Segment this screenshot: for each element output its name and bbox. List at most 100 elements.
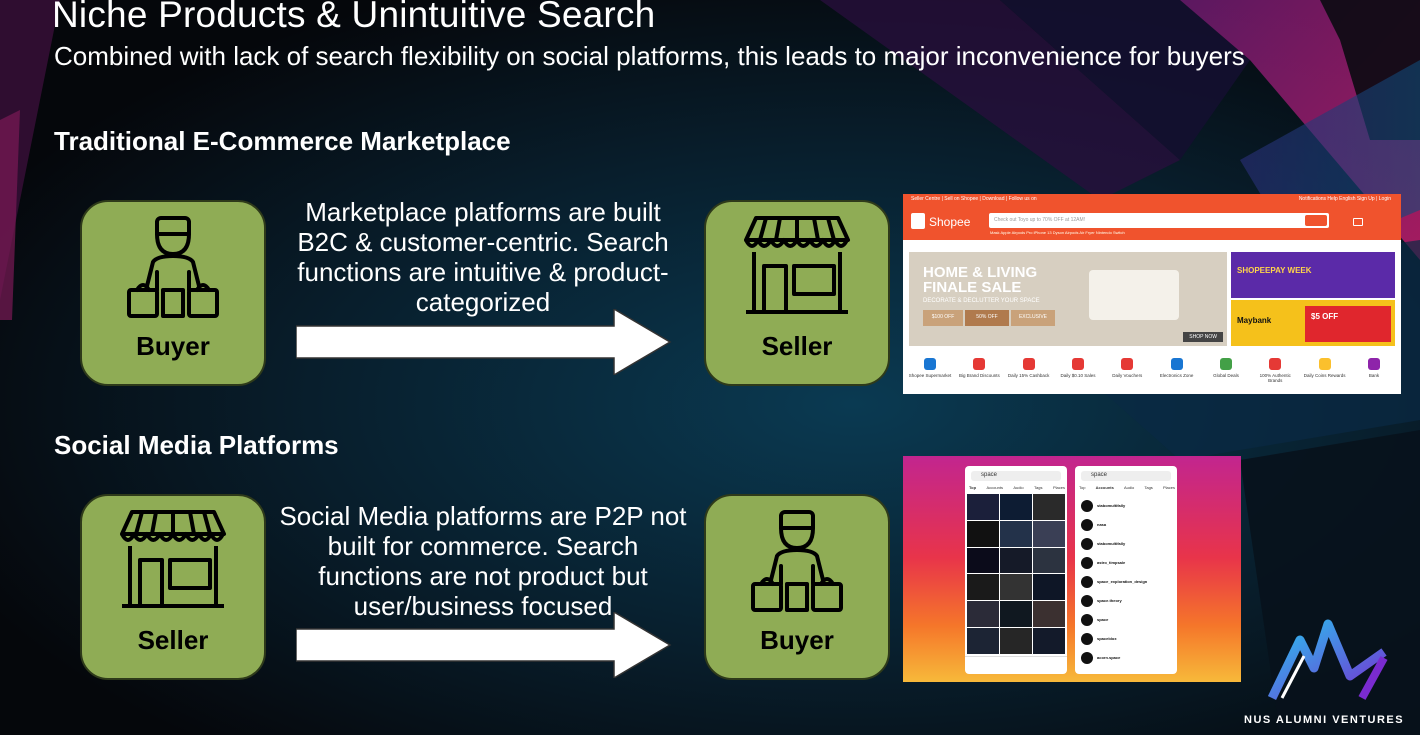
bottom-nav (965, 656, 1067, 674)
explore-tile[interactable] (1000, 494, 1032, 520)
category-item[interactable]: Shopee Supermarket (907, 358, 953, 392)
phone-screen-accounts: space Top Accounts Audio Tags Places stabomu… (1075, 466, 1177, 674)
arrow-right-icon (296, 309, 672, 375)
banner-title-2: FINALE SALE (923, 279, 1022, 296)
category-item[interactable]: Daily 15% Cashback (1006, 358, 1052, 392)
account-row[interactable]: astro_timpsale (1081, 553, 1173, 572)
avatar (1081, 518, 1093, 531)
account-name: acorn.space (1097, 655, 1121, 660)
account-row[interactable]: stabomultifally (1081, 534, 1173, 553)
buyer-icon (127, 216, 219, 318)
account-row[interactable]: space (1081, 610, 1173, 629)
account-row[interactable]: stabomultifally (1081, 496, 1173, 515)
tab-row: Top Accounts Audio Tags Places (969, 485, 1065, 490)
account-row[interactable]: nasa (1081, 515, 1173, 534)
category-icon (1170, 358, 1183, 370)
shopee-search-input[interactable]: Check out Toyo up to 70% OFF at 12AM! (989, 213, 1329, 228)
shop-now-button[interactable]: SHOP NOW (1183, 332, 1223, 342)
category-item[interactable]: Big Brand Discounts (956, 358, 1002, 392)
account-name: space.theory (1097, 598, 1122, 603)
category-item[interactable]: 100% Authentic Brands (1252, 358, 1298, 392)
tab-item[interactable]: Top (969, 485, 977, 490)
tab-item[interactable]: Tags (1144, 485, 1153, 490)
account-row[interactable]: acorn.space (1081, 648, 1173, 667)
tab-item[interactable]: Accounts (986, 485, 1003, 490)
explore-tile[interactable] (1000, 520, 1032, 547)
category-icon (1269, 358, 1282, 370)
explore-tile[interactable] (967, 628, 999, 654)
category-item[interactable]: Bank (1351, 358, 1397, 392)
tab-item[interactable]: Tags (1034, 485, 1043, 490)
tab-item[interactable]: Places (1052, 485, 1065, 490)
category-label: Daily $0.10 Sales (1060, 373, 1096, 378)
avatar (1081, 594, 1093, 607)
explore-tile[interactable] (967, 520, 999, 547)
account-row[interactable]: spaceblox (1081, 629, 1173, 648)
account-name: nasa (1097, 522, 1107, 527)
category-item[interactable]: Daily Vouchers (1104, 358, 1150, 392)
phone-screen-top: space Top Accounts Audio Tags Places (965, 466, 1067, 674)
explore-tile[interactable] (967, 494, 999, 520)
category-item[interactable]: Electronics Zone (1154, 358, 1200, 392)
search-button[interactable] (1305, 215, 1327, 226)
avatar (1081, 651, 1093, 664)
explore-tile[interactable] (1033, 601, 1065, 628)
tab-item[interactable]: Places (1162, 485, 1175, 490)
tab-item[interactable]: Audio (1123, 485, 1135, 490)
shopee-main-banner[interactable]: HOME & LIVING FINALE SALE DECORATE & DEC… (909, 252, 1227, 346)
cart-icon[interactable] (1353, 218, 1363, 226)
seller-card: Seller (80, 494, 266, 680)
maybank-banner[interactable]: Maybank $5 OFF (1231, 300, 1395, 346)
category-icon (1071, 358, 1084, 370)
category-label: Big Brand Discounts (958, 373, 1000, 378)
tab-item[interactable]: Top (1079, 485, 1086, 490)
shopee-top-links: Seller Centre | Sell on Shopee | Downloa… (911, 196, 1037, 202)
category-item[interactable]: Daily $0.10 Sales (1055, 358, 1101, 392)
category-label: Bank (1368, 373, 1380, 378)
category-item[interactable]: Daily Coins Rewards (1302, 358, 1348, 392)
explore-tile[interactable] (967, 574, 999, 601)
explore-tile[interactable] (1033, 494, 1065, 520)
search-input[interactable]: space (971, 471, 1061, 481)
explore-tile[interactable] (967, 547, 999, 574)
explore-tile[interactable] (967, 601, 999, 628)
account-row[interactable]: space_exploration_design (1081, 572, 1173, 591)
arrow-right-icon (296, 612, 672, 678)
explore-tile[interactable] (1000, 628, 1032, 654)
shopeepay-banner[interactable]: SHOPEEPAY WEEK (1231, 252, 1395, 298)
search-input[interactable]: space (1081, 471, 1171, 481)
category-item[interactable]: Global Deals (1203, 358, 1249, 392)
banner-sub: DECORATE & DECLUTTER YOUR SPACE (923, 298, 1040, 304)
seller-card: Seller (704, 200, 890, 386)
description-ecommerce: Marketplace platforms are built B2C & cu… (297, 197, 669, 317)
account-name: stabomultifally (1097, 541, 1126, 546)
explore-tile[interactable] (1033, 628, 1065, 654)
explore-grid (967, 494, 1065, 654)
category-label: Shopee Supermarket (908, 373, 952, 378)
tab-item[interactable]: Audio (1013, 485, 1024, 490)
avatar (1081, 537, 1093, 550)
account-row[interactable]: space.theory (1081, 591, 1173, 610)
explore-tile[interactable] (1033, 547, 1065, 574)
explore-tile[interactable] (1000, 574, 1032, 601)
search-placeholder: Check out Toyo up to 70% OFF at 12AM! (994, 217, 1086, 223)
instagram-screenshot: space Top Accounts Audio Tags Places space T… (903, 456, 1241, 682)
banner-title-1: HOME & LIVING (923, 264, 1038, 281)
category-label: Daily Vouchers (1112, 373, 1143, 378)
avatar (1081, 499, 1093, 512)
buyer-icon (751, 510, 843, 612)
shopee-brand: Shopee (929, 215, 971, 229)
account-name: stabomultifally (1097, 503, 1126, 508)
slide-title: Niche Products & Unintuitive Search (52, 0, 656, 35)
tab-item[interactable]: Accounts (1095, 485, 1114, 490)
explore-tile[interactable] (1000, 601, 1032, 628)
description-social: Social Media platforms are P2P not built… (279, 501, 687, 621)
banner-offer-1: $100 OFF (923, 310, 963, 326)
account-name: space (1097, 617, 1109, 622)
explore-tile[interactable] (1033, 520, 1065, 547)
explore-tile[interactable] (1000, 547, 1032, 574)
category-label: 100% Authentic Brands (1259, 373, 1291, 383)
category-icon (1219, 358, 1232, 370)
banner-offer-3: EXCLUSIVE (1011, 310, 1055, 326)
explore-tile[interactable] (1033, 574, 1065, 601)
